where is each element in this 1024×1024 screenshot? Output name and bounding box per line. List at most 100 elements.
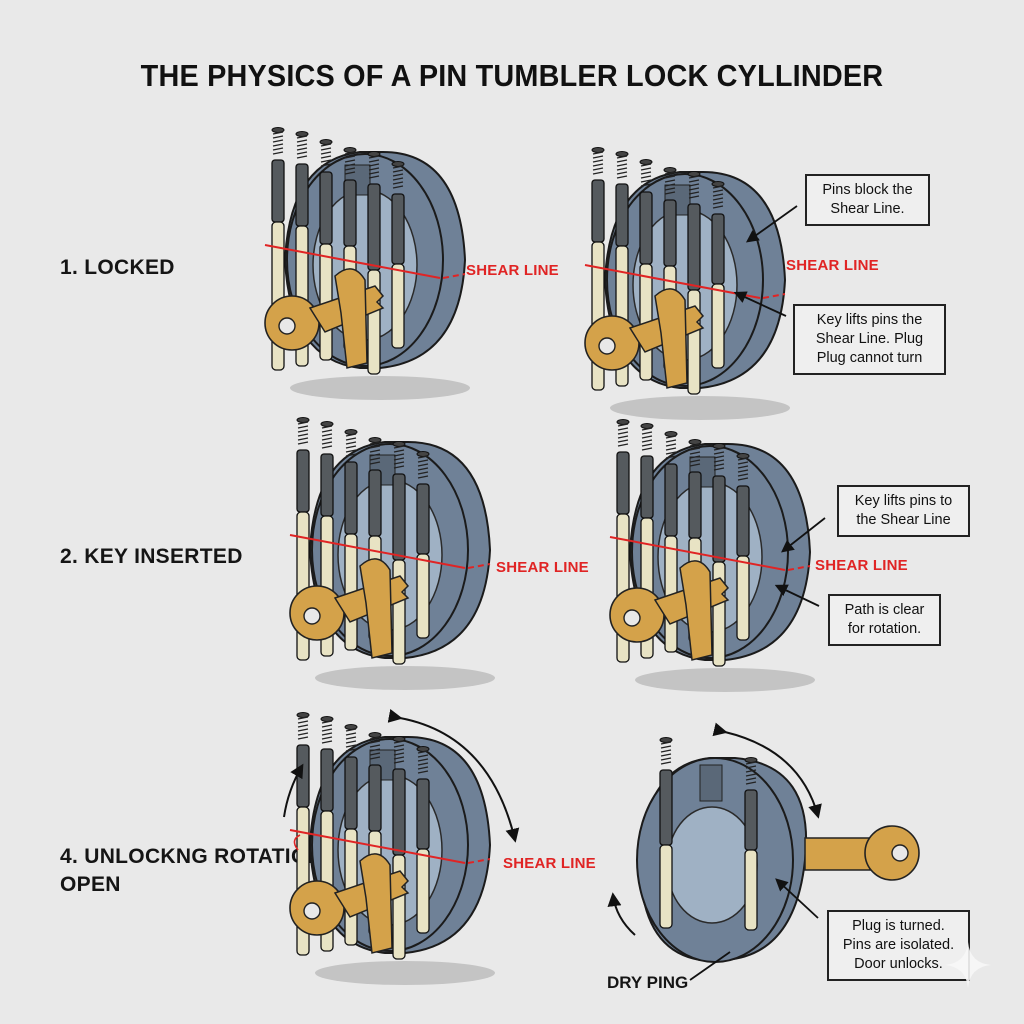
driver-pin — [711, 213, 725, 285]
spring-icon — [712, 443, 726, 471]
spring-icon — [392, 441, 406, 469]
lock-illustration-row2-left — [285, 410, 605, 715]
drop-shadow — [315, 961, 495, 985]
pin-stack — [736, 453, 750, 641]
driver-pin — [736, 485, 750, 557]
key-icon — [804, 825, 920, 881]
pin-stack — [367, 151, 381, 375]
shear-line-label: SHEAR LINE — [496, 559, 589, 576]
spring-icon — [591, 147, 605, 175]
driver-pin — [344, 756, 358, 830]
shear-line — [609, 536, 786, 571]
spring-icon — [295, 131, 309, 159]
callout-pins-block: Pins block the Shear Line. — [805, 174, 930, 226]
shear-line-dash — [787, 565, 811, 571]
spring-icon — [640, 423, 654, 451]
shear-line-dash — [467, 858, 491, 864]
stage-label-locked: 1. LOCKED — [60, 256, 175, 279]
spring-icon — [271, 127, 285, 155]
spring-icon — [344, 429, 358, 457]
dry-ping-label: DRY PING — [607, 973, 689, 992]
spring-icon — [368, 732, 382, 760]
shear-line — [264, 244, 441, 279]
pin-stack — [391, 161, 405, 349]
pin-stack — [687, 171, 701, 395]
sparkle-icon — [945, 942, 991, 988]
stage-label-key-inserted: 2. KEY INSERTED — [60, 545, 243, 568]
key-pin — [659, 844, 673, 929]
shear-line — [584, 264, 761, 299]
driver-pin — [296, 449, 310, 513]
pin-stack — [712, 443, 726, 667]
lock-illustration-row1-right — [580, 140, 900, 445]
key-icon — [289, 558, 410, 659]
spring-icon — [615, 151, 629, 179]
driver-pin — [367, 183, 381, 271]
key-icon — [289, 853, 410, 954]
driver-pin — [392, 768, 406, 856]
key-icon — [264, 268, 385, 369]
driver-pin — [663, 199, 677, 267]
driver-pin — [744, 789, 758, 851]
driver-pin — [368, 469, 382, 537]
key-pin — [744, 849, 758, 931]
driver-pin — [639, 191, 653, 265]
pin-stack — [659, 737, 673, 929]
shear-line-label: SHEAR LINE — [503, 855, 596, 872]
driver-pin — [320, 453, 334, 517]
driver-pin — [296, 744, 310, 808]
drop-shadow — [315, 666, 495, 690]
shear-line-label: SHEAR LINE — [466, 262, 559, 279]
driver-pin — [616, 451, 630, 515]
driver-pin — [271, 159, 285, 223]
key-pin — [416, 553, 430, 639]
driver-pin — [391, 193, 405, 265]
driver-pin — [392, 473, 406, 561]
spring-icon — [688, 439, 702, 467]
driver-pin — [688, 471, 702, 539]
driver-pin — [712, 475, 726, 563]
shear-line-dash — [467, 563, 491, 569]
plug — [666, 806, 758, 924]
shear-line-dash — [442, 273, 466, 279]
key-pin — [711, 283, 725, 369]
driver-pin — [664, 463, 678, 537]
driver-pin — [687, 203, 701, 291]
spring-icon — [664, 431, 678, 459]
key-icon — [584, 288, 705, 389]
spring-icon — [343, 147, 357, 175]
shear-line-label: SHEAR LINE — [786, 257, 879, 274]
callout-path-clear: Path is clear for rotation. — [828, 594, 941, 646]
spring-icon — [344, 724, 358, 752]
pin-stack — [416, 451, 430, 639]
driver-pin — [416, 778, 430, 850]
spring-icon — [319, 139, 333, 167]
spring-icon — [616, 419, 630, 447]
drop-shadow — [290, 376, 470, 400]
spring-icon — [416, 451, 430, 479]
callout-key-lifts-pins: Key lifts pins the Shear Line. Plug Plug… — [793, 304, 946, 375]
driver-pin — [320, 748, 334, 812]
spring-icon — [368, 437, 382, 465]
spring-icon — [296, 712, 310, 740]
callout-key-lifts-to-shear: Key lifts pins to the Shear Line — [837, 485, 970, 537]
lock-illustration-row1-left — [260, 120, 580, 425]
callout-plug-turned: Plug is turned. Pins are isolated. Door … — [827, 910, 970, 981]
spring-icon — [296, 417, 310, 445]
driver-pin — [659, 769, 673, 846]
driver-pin — [591, 179, 605, 243]
shear-line — [289, 534, 466, 569]
drop-shadow — [635, 668, 815, 692]
driver-pin — [615, 183, 629, 247]
page-title: THE PHYSICS OF A PIN TUMBLER LOCK CYLLIN… — [140, 58, 884, 93]
stage-label-unlocking-rotation: 4. UNLOCKNG ROTATION & OPEN — [60, 845, 345, 896]
pin-stack — [392, 441, 406, 665]
spring-icon — [639, 159, 653, 187]
driver-pin — [319, 171, 333, 245]
spring-icon — [320, 421, 334, 449]
lock-illustration-row2-right — [605, 412, 925, 717]
key-pin — [416, 848, 430, 934]
shear-line — [289, 829, 466, 864]
driver-pin — [343, 179, 357, 247]
key-pin — [391, 263, 405, 349]
